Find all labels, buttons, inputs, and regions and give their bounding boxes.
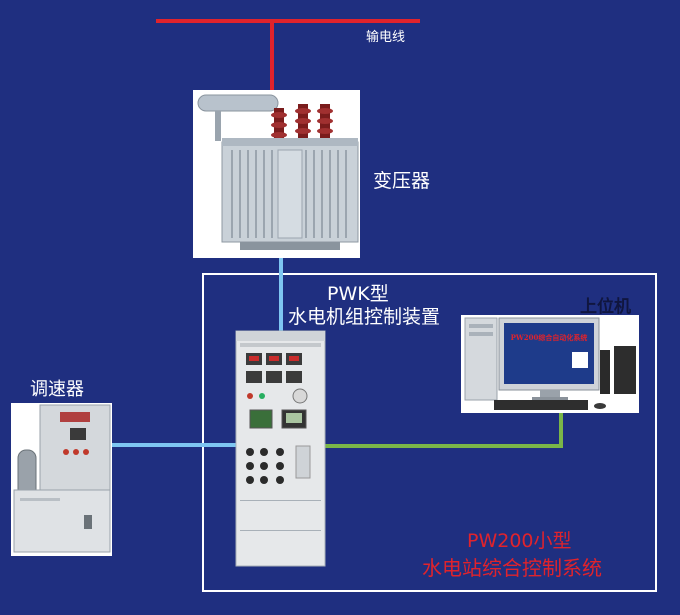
transformer-label: 变压器	[373, 170, 431, 192]
governor-image	[11, 403, 112, 556]
system-name-label: 水电站综合控制系统	[422, 556, 602, 580]
pwk-device-label: 水电机组控制装置	[288, 306, 441, 328]
pwk-model-label: PWK型	[327, 283, 389, 305]
panel-to-pc-network-line	[325, 412, 563, 448]
governor-label: 调速器	[30, 379, 84, 400]
system-boundary-box	[202, 273, 657, 592]
transformer-image	[193, 90, 360, 258]
power-line-label: 输电线	[366, 30, 406, 45]
system-model-label: PW200小型	[467, 530, 572, 552]
monitor-screen-text: PW200综合自动化系统	[511, 333, 588, 342]
host-pc-label: 上位机	[580, 297, 631, 317]
host-computer-image	[461, 315, 639, 413]
control-cabinet-image	[235, 330, 326, 567]
